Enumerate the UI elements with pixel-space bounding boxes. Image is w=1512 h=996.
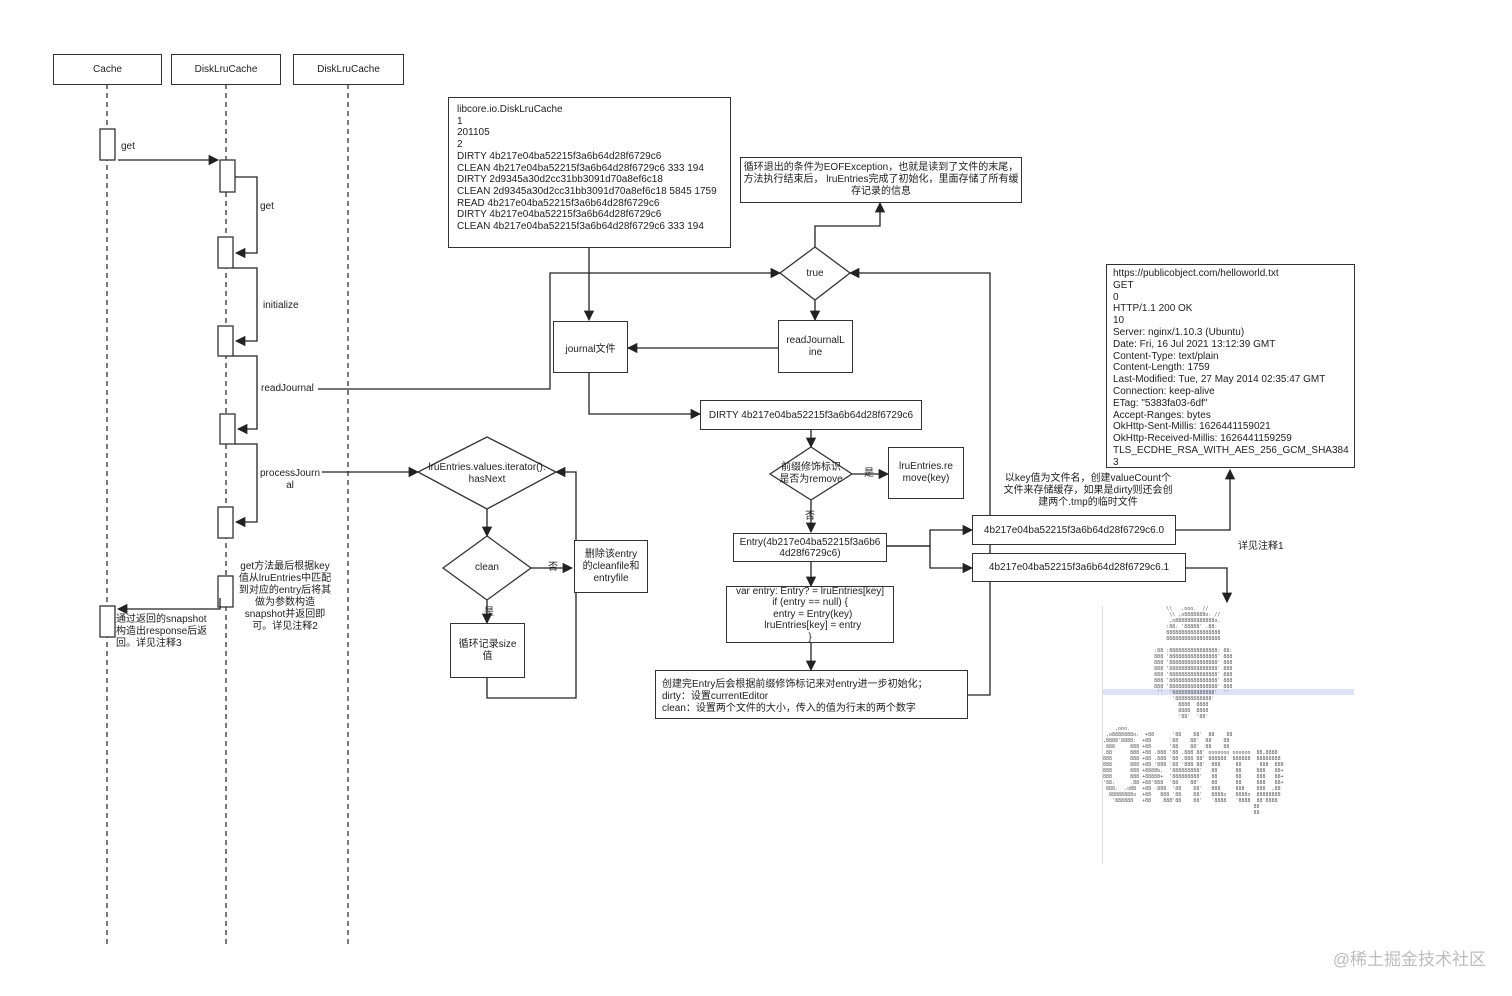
msg-label-initialize: initialize bbox=[263, 300, 299, 311]
diamond-prefix-label: 前缀修饰标识 是否为remove bbox=[779, 462, 843, 485]
msg-label-readjournal: readJournal bbox=[261, 383, 314, 394]
clean-no-label: 否 bbox=[548, 562, 558, 573]
journal-file-label: journal文件 bbox=[565, 343, 616, 355]
diamond-clean bbox=[441, 535, 533, 601]
arrow-loop-true bbox=[848, 267, 991, 696]
note-3: 通过返回的snapshot 构造出response后返 回。详见注释3 bbox=[116, 614, 208, 649]
diamond-hasnext bbox=[416, 436, 558, 510]
arrow-loop-back bbox=[486, 466, 577, 699]
delete-entry-box: 删除该entry 的cleanfile和 entryfile bbox=[574, 540, 648, 593]
arrow-entry-file0 bbox=[887, 524, 974, 547]
file1-label: 4b217e04ba52215f3a6b64d28f6729c6.1 bbox=[988, 562, 1170, 573]
msg-readjournal bbox=[233, 355, 258, 435]
code-box: var entry: Entry? = lruEntries[key] if (… bbox=[726, 586, 894, 643]
arrow-readjournal-true bbox=[318, 267, 782, 390]
diamond-true bbox=[778, 246, 852, 301]
remove-key-box: lruEntries.re move(key) bbox=[888, 447, 964, 499]
dirty-line-label: DIRTY 4b217e04ba52215f3a6b64d28f6729c6 bbox=[708, 409, 914, 421]
eof-note: 循环退出的条件为EOFException，也就是读到了文件的末尾， 方法执行结束… bbox=[740, 157, 1022, 203]
read-journal-line-box: readJournalL ine bbox=[778, 320, 853, 373]
lifeline-label: DiskLruCache bbox=[194, 64, 258, 75]
journal-file-box: journal文件 bbox=[553, 321, 628, 373]
watermark: @稀土掘金技术社区 bbox=[1332, 950, 1486, 969]
prefix-no-label: 否 bbox=[805, 511, 815, 522]
lifeline-head-disk1: DiskLruCache bbox=[171, 54, 281, 85]
dirty-line-box: DIRTY 4b217e04ba52215f3a6b64d28f6729c6 bbox=[700, 400, 922, 430]
ascii-highlight-row bbox=[1102, 689, 1354, 695]
msg-get-self bbox=[234, 176, 258, 259]
file0-label: 4b217e04ba52215f3a6b64d28f6729c6.0 bbox=[983, 524, 1165, 536]
entry-box: Entry(4b217e04ba52215f3a6b6 4d28f6729c6) bbox=[733, 533, 887, 562]
note-1: 详见注释1 bbox=[1238, 541, 1284, 552]
diamond-prefix bbox=[768, 446, 854, 501]
http-cache-file-box: https://publicobject.com/helloworld.txt … bbox=[1106, 264, 1355, 468]
clean-yes-label: 是 bbox=[484, 607, 494, 618]
note-2: get方法最后根据key 值从lruEntries中匹配 到对应的entry后将… bbox=[238, 561, 332, 632]
diamond-true-label: true bbox=[806, 268, 824, 279]
file0-box: 4b217e04ba52215f3a6b64d28f6729c6.0 bbox=[972, 515, 1176, 545]
key-file-note: 以key值为文件名，创建valueCount个 文件来存储缓存，如果是dirty… bbox=[1003, 473, 1173, 508]
arrow-true-eof bbox=[814, 201, 886, 247]
msg-label-processjournal: processJourn al bbox=[259, 468, 321, 491]
lifeline-label: DiskLruCache bbox=[317, 64, 380, 75]
prefix-yes-label: 是 bbox=[864, 468, 874, 479]
arrow-file1-ascii bbox=[1186, 567, 1233, 604]
msg-processjournal bbox=[234, 443, 258, 528]
journal-content-box: libcore.io.DiskLruCache 1 201105 2 DIRTY… bbox=[448, 97, 731, 248]
init-note-box: 创建完Entry后会根据前缀修饰标记来对entry进一步初始化； dirty：设… bbox=[655, 670, 968, 719]
msg-initialize bbox=[233, 267, 258, 347]
arrow-entry-file1 bbox=[887, 545, 974, 574]
arrow-journal-dirty bbox=[588, 373, 702, 420]
diamond-hasnext-label: lruEntries.values.iterator(). hasNext bbox=[428, 462, 546, 485]
msg-label-get: get bbox=[121, 141, 135, 152]
diamond-clean-label: clean bbox=[475, 562, 499, 573]
ascii-art-file: \\ ,ooo. // \\ ,o8888888o. // ,o88888888… bbox=[1102, 606, 1355, 864]
lifeline-head-cache: Cache bbox=[53, 54, 162, 85]
lifeline-head-disk2: DiskLruCache bbox=[293, 54, 404, 85]
msg-return bbox=[116, 598, 221, 615]
msg-label-get-self: get bbox=[260, 201, 274, 212]
lifeline-label: Cache bbox=[93, 64, 122, 75]
record-size-box: 循环记录size 值 bbox=[450, 623, 525, 678]
file1-box: 4b217e04ba52215f3a6b64d28f6729c6.1 bbox=[972, 553, 1186, 582]
arrow-file0-http bbox=[1176, 468, 1236, 531]
